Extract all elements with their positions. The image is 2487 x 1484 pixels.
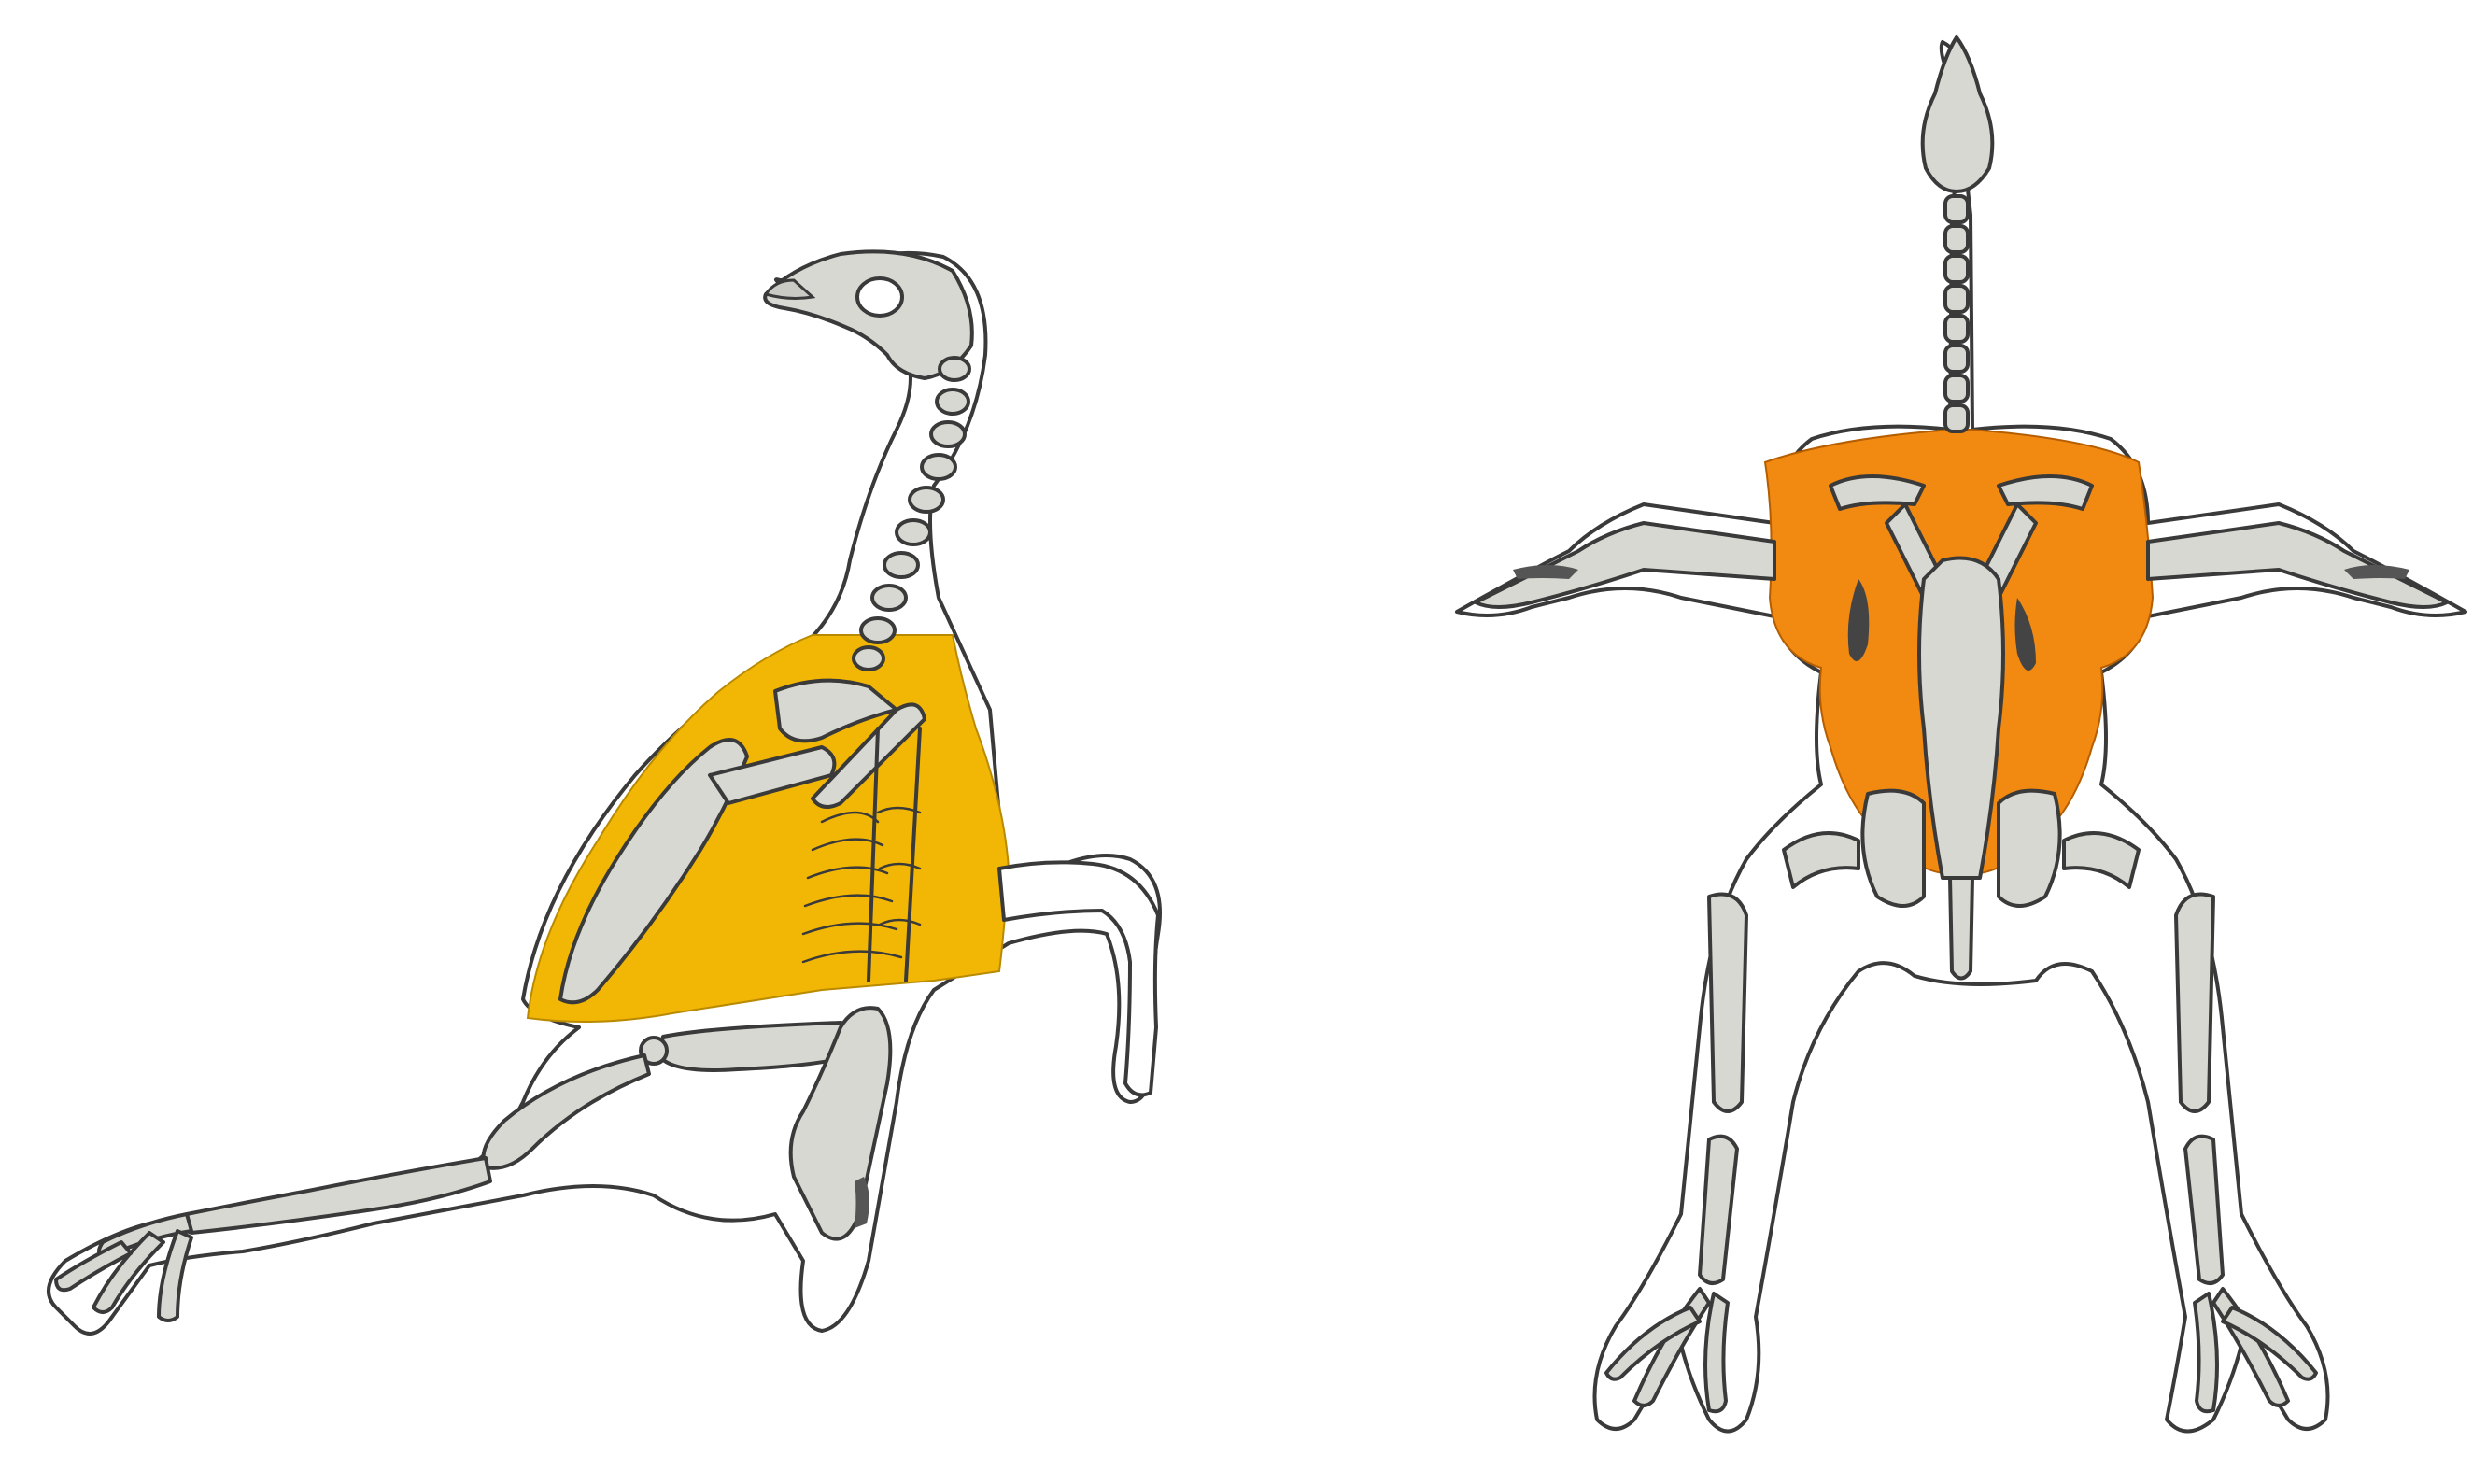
- lateral-view-skeleton: [49, 251, 1160, 1334]
- dorsal-tail: [1950, 878, 1972, 979]
- dorsal-view-skeleton: [1457, 37, 2466, 1432]
- lateral-tail: [999, 862, 1158, 1095]
- dorsal-skull: [1923, 37, 1993, 191]
- lateral-eye-orbit: [857, 278, 902, 316]
- dorsal-left-scapula: [1830, 476, 1924, 509]
- dorsal-right-ilium: [1999, 791, 2060, 906]
- dorsal-right-tibia: [2176, 895, 2213, 1112]
- dorsal-left-ilium: [1862, 791, 1924, 906]
- dorsal-right-scapula: [1999, 476, 2092, 509]
- dorsal-left-wingtip-detail: [1513, 565, 1578, 579]
- dorsal-right-wingtip-detail: [2344, 565, 2409, 579]
- dorsal-left-tibia: [1709, 895, 1746, 1112]
